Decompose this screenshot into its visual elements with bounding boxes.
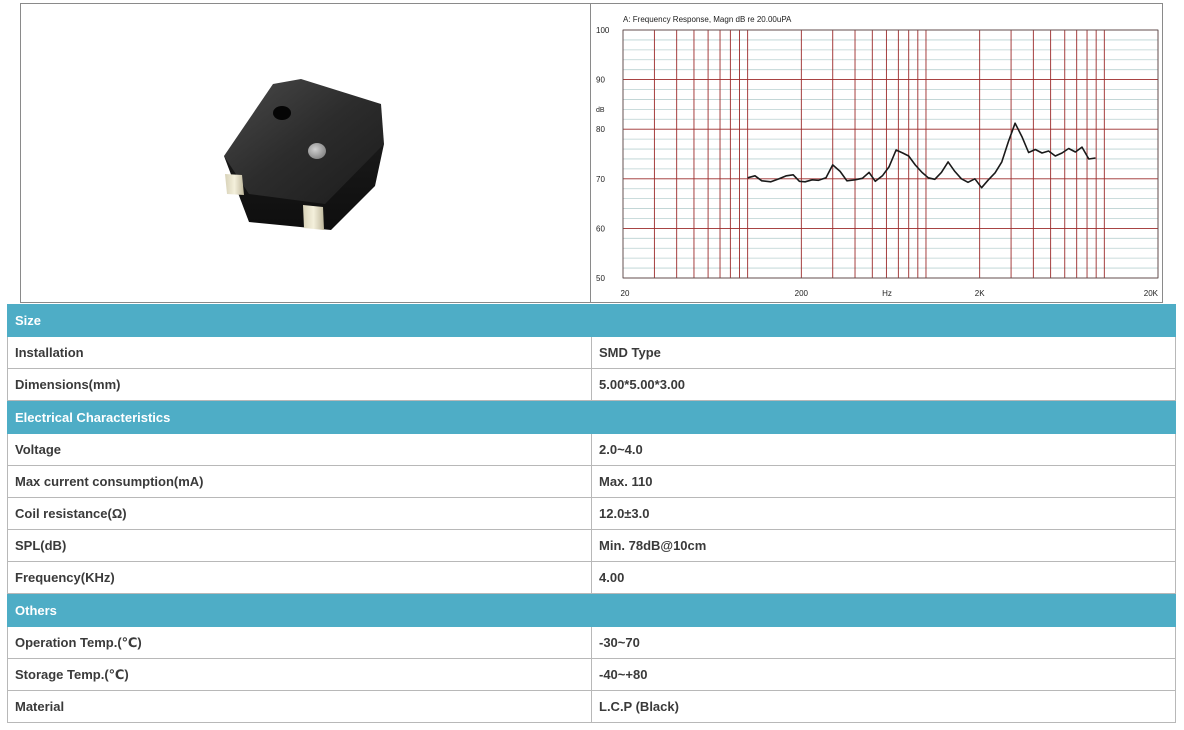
spec-row: Coil resistance(Ω)12.0±3.0 <box>7 497 1176 530</box>
y-tick-label: 100 <box>596 26 610 35</box>
product-photo-cell <box>21 4 591 302</box>
spec-label: Max current consumption(mA) <box>7 465 592 498</box>
spec-label: Installation <box>7 336 592 369</box>
spec-value: L.C.P (Black) <box>591 690 1176 723</box>
spec-row: Max current consumption(mA)Max. 110 <box>7 465 1176 498</box>
spec-label: SPL(dB) <box>7 529 592 562</box>
spec-value: Min. 78dB@10cm <box>591 529 1176 562</box>
section-header-row: Electrical Characteristics <box>7 401 1176 434</box>
y-tick-label: 90 <box>596 76 605 85</box>
spec-row: Dimensions(mm)5.00*5.00*3.00 <box>7 368 1176 401</box>
spec-value: 5.00*5.00*3.00 <box>591 368 1176 401</box>
chart-grid <box>622 29 1159 279</box>
x-tick-label: 20K <box>1144 289 1159 298</box>
y-tick-label: 60 <box>596 224 605 233</box>
frequency-response-svg: A: Frequency Response, Magn dB re 20.00u… <box>596 15 1159 298</box>
plot-frame <box>622 29 1159 279</box>
spec-value: 2.0~4.0 <box>591 433 1176 466</box>
smd-buzzer-photo-icon <box>224 79 384 230</box>
spec-label: Material <box>7 690 592 723</box>
spec-row: SPL(dB)Min. 78dB@10cm <box>7 529 1176 562</box>
x-tick-label: 2K <box>975 289 985 298</box>
spec-row: Frequency(KHz)4.00 <box>7 561 1176 594</box>
x-tick-label: 200 <box>795 289 809 298</box>
section-header: Others <box>7 594 1176 627</box>
spec-label: Operation Temp.(℃) <box>7 626 592 659</box>
y-tick-label: 70 <box>596 175 605 184</box>
chart-title: A: Frequency Response, Magn dB re 20.00u… <box>623 15 792 24</box>
spec-label: Dimensions(mm) <box>7 368 592 401</box>
y-tick-label: 80 <box>596 125 605 134</box>
x-tick-label: 20 <box>621 289 630 298</box>
spec-value: -40~+80 <box>591 658 1176 691</box>
section-header: Size <box>7 304 1176 337</box>
spec-label: Voltage <box>7 433 592 466</box>
frequency-response-chart: A: Frequency Response, Magn dB re 20.00u… <box>591 4 1162 302</box>
response-curve <box>747 122 1096 189</box>
spec-value: Max. 110 <box>591 465 1176 498</box>
spec-row: Storage Temp.(℃)-40~+80 <box>7 658 1176 691</box>
section-header: Electrical Characteristics <box>7 401 1176 434</box>
spec-label: Storage Temp.(℃) <box>7 658 592 691</box>
top-row: A: Frequency Response, Magn dB re 20.00u… <box>20 3 1163 303</box>
x-axis-label: Hz <box>882 289 892 298</box>
spec-value: SMD Type <box>591 336 1176 369</box>
section-header-row: Size <box>7 304 1176 337</box>
section-header-row: Others <box>7 594 1176 627</box>
y-unit-label: dB <box>596 107 605 114</box>
y-tick-label: 50 <box>596 274 605 283</box>
spec-value: 12.0±3.0 <box>591 497 1176 530</box>
spec-value: -30~70 <box>591 626 1176 659</box>
spec-label: Coil resistance(Ω) <box>7 497 592 530</box>
spec-row: Operation Temp.(℃)-30~70 <box>7 626 1176 659</box>
spec-value: 4.00 <box>591 561 1176 594</box>
spec-label: Frequency(KHz) <box>7 561 592 594</box>
